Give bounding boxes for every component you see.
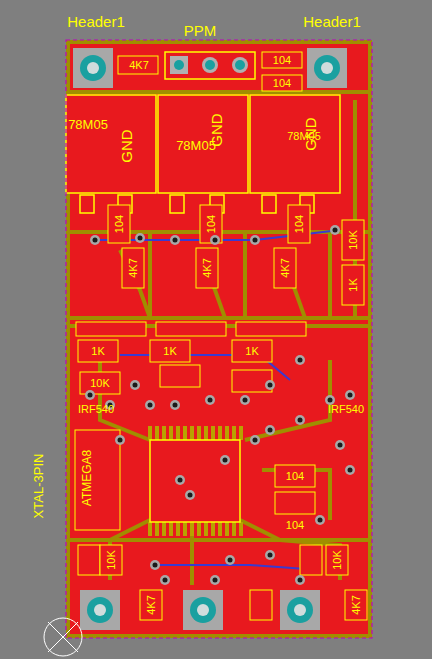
silkscreen-label: Header1: [303, 14, 361, 29]
silkscreen-label: 104: [206, 215, 217, 233]
via: [205, 395, 215, 405]
via: [170, 235, 180, 245]
silkscreen-label: 10K: [348, 230, 359, 250]
silkscreen-label: 78M05: [68, 118, 108, 131]
silkscreen-label: 1K: [163, 346, 176, 357]
silkscreen-label: 104: [273, 55, 291, 66]
via: [345, 465, 355, 475]
via: [295, 575, 305, 585]
crystal-outline: [75, 430, 120, 530]
via: [295, 415, 305, 425]
silkscreen-label: 4K7: [202, 258, 213, 278]
ppm-header: [165, 52, 255, 79]
silkscreen-label: PPM: [184, 23, 217, 38]
silkscreen-label: ATMEGA8: [81, 450, 93, 506]
origin-marker: [44, 618, 82, 656]
silkscreen-label: 4K7: [128, 258, 139, 278]
silkscreen-label: 1K: [91, 346, 104, 357]
via: [130, 380, 140, 390]
via: [85, 390, 95, 400]
silkscreen-label: GND: [209, 113, 224, 146]
silkscreen-label: GND: [119, 129, 134, 162]
silkscreen-label: 4K7: [280, 258, 291, 278]
regulator-78m05: [66, 95, 340, 213]
silkscreen-label: XTAL-3PIN: [32, 454, 45, 519]
via: [225, 555, 235, 565]
silkscreen-label: 10K: [106, 550, 117, 570]
via: [115, 435, 125, 445]
via: [135, 233, 145, 243]
silkscreen-label: 10K: [90, 378, 110, 389]
silkscreen-label: 104: [273, 78, 291, 89]
silkscreen-label: 104: [294, 215, 305, 233]
silkscreen-label: 104: [286, 520, 304, 531]
via: [315, 515, 325, 525]
vias: [85, 225, 355, 585]
via: [265, 380, 275, 390]
via: [185, 490, 195, 500]
via: [250, 235, 260, 245]
silkscreen-label: 104: [286, 471, 304, 482]
silkscreen-label: 104: [114, 215, 125, 233]
via: [175, 475, 185, 485]
via: [210, 575, 220, 585]
silkscreen-label: IRF540: [78, 404, 114, 415]
via: [295, 355, 305, 365]
mounting-holes: [73, 48, 347, 630]
atmega8-chip: [145, 426, 245, 536]
silkscreen-label: 4K7: [129, 60, 149, 71]
via: [265, 550, 275, 560]
via: [160, 575, 170, 585]
via: [170, 400, 180, 410]
silkscreen-label: 4K7: [351, 595, 362, 615]
via: [265, 425, 275, 435]
mosfet-irf540: [76, 322, 306, 336]
silkscreen-label: Header1: [67, 14, 125, 29]
board-outline: [66, 40, 372, 638]
silkscreen-label: 4K7: [146, 595, 157, 615]
via: [220, 455, 230, 465]
via: [145, 400, 155, 410]
silkscreen-label: 1K: [348, 278, 359, 291]
via: [250, 435, 260, 445]
via: [335, 440, 345, 450]
silkscreen-label: 1K: [245, 346, 258, 357]
via: [345, 390, 355, 400]
via: [330, 225, 340, 235]
silkscreen-label: GND: [303, 117, 318, 150]
via: [90, 235, 100, 245]
via: [210, 235, 220, 245]
via: [150, 560, 160, 570]
bottom-tracks: [95, 230, 340, 570]
via: [240, 395, 250, 405]
board: [66, 40, 372, 638]
silkscreen-label: IRF540: [328, 404, 364, 415]
silkscreen-label: 10K: [332, 550, 343, 570]
